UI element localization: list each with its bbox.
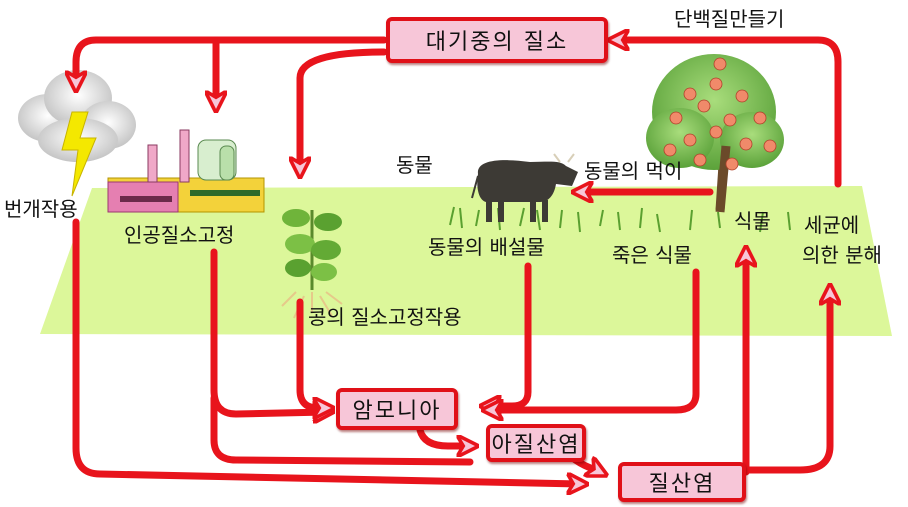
industrial-fixation-label: 인공질소고정 [124, 223, 235, 247]
animal-eats-label: 동물의 먹이 [584, 159, 683, 183]
arrow-deadplant-to-ammonia [490, 268, 700, 410]
cloud-icon [18, 70, 136, 162]
arrow-lightning-to-nitrate [72, 218, 580, 484]
arrow-industrial-to-ammonia [210, 248, 326, 414]
bacteria-label-line2: 의한 분해 [802, 243, 882, 267]
lightning-icon [61, 111, 97, 197]
factory-icon [107, 129, 265, 213]
arrow-atmosphere-to-lightning [76, 36, 388, 84]
plant-label: 식물 [734, 209, 771, 233]
legume-fixation-label: 콩의 질소고정작용 [308, 305, 462, 329]
arrows [72, 36, 842, 484]
ground-field [40, 186, 892, 336]
dead-plant-label: 죽은 식물 [612, 243, 692, 267]
animal-excreta-label: 동물의 배설물 [428, 235, 545, 259]
animal-label: 동물 [396, 153, 433, 177]
arrow-protein-to-atmosphere [616, 40, 842, 188]
apple-tree-icon [646, 54, 784, 213]
arrow-legume-to-ammonia [296, 298, 326, 408]
legume-plant-icon [281, 209, 343, 319]
ammonia-box: 암모니아 [336, 388, 458, 430]
bacteria-label-line1: 세균에 [804, 213, 860, 237]
arrow-atmosphere-to-legume [300, 48, 388, 170]
arrow-nitrate-to-decomposition [742, 292, 830, 474]
nitrate-box: 질산염 [618, 462, 746, 502]
lightning-label: 번개작용 [4, 197, 78, 221]
cow-icon [471, 153, 578, 222]
nitrite-box: 아질산염 [486, 424, 586, 462]
arrow-excreta-to-ammonia [488, 262, 532, 406]
arrow-ammonia-to-nitrite [416, 426, 470, 446]
protein-label: 단백질만들기 [674, 7, 785, 31]
atmosphere-nitrogen-box: 대기중의 질소 [386, 17, 608, 63]
